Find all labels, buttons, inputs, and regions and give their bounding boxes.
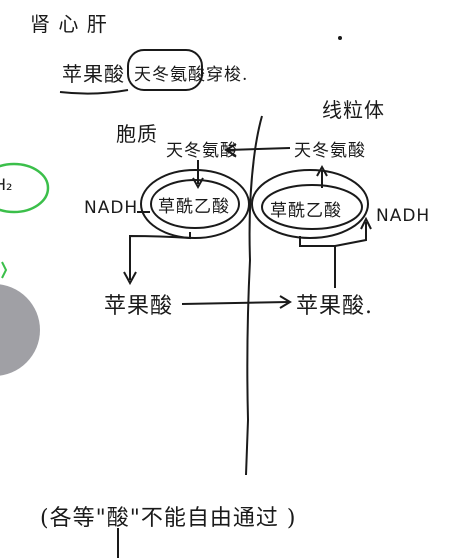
header-organs: 肾 心 肝 (30, 12, 108, 36)
edge-fragment-h2: H₂ (0, 175, 13, 194)
left-bracket-to-malate (129, 232, 191, 280)
left-oaa-outer-circle (140, 169, 250, 239)
left-aspartate-label: 天冬氨酸 (166, 141, 238, 161)
stray-dot (338, 36, 342, 40)
header-shuttle-name: 天冬氨酸穿梭. (134, 65, 249, 85)
membrane-line (245, 115, 263, 476)
left-nadh-label: NADH (84, 198, 139, 218)
left-oaa-inner-circle (150, 179, 240, 229)
right-aspartate-label: 天冬氨酸 (294, 141, 366, 161)
right-oaa-inner-circle (261, 184, 363, 230)
green-fragment-mark (1, 261, 8, 279)
right-oxaloacetate-label: 草酰乙酸 (270, 201, 342, 221)
green-highlight-circle (0, 162, 50, 214)
overlay-circle (0, 284, 40, 376)
right-nadh-branch (334, 222, 367, 247)
region-mitochondria-label: 线粒体 (322, 98, 385, 122)
region-cytoplasm-label: 胞质 (116, 122, 158, 146)
left-malate-label: 苹果酸 (104, 294, 174, 319)
right-malate-to-oaa (299, 236, 336, 288)
header-malate: 苹果酸 (62, 62, 125, 86)
arrow-aspartate-export (227, 147, 291, 151)
right-malate-label: 苹果酸. (296, 294, 373, 319)
right-nadh-label: NADH (376, 206, 431, 226)
arrow-malate-transport (181, 301, 289, 305)
right-oaa-outer-circle (251, 169, 369, 239)
header-box (127, 49, 203, 91)
header-underline (59, 89, 129, 95)
footnote-text: (各等"酸"不能自由通过 ) (40, 506, 297, 531)
left-oxaloacetate-label: 草酰乙酸 (158, 197, 230, 217)
